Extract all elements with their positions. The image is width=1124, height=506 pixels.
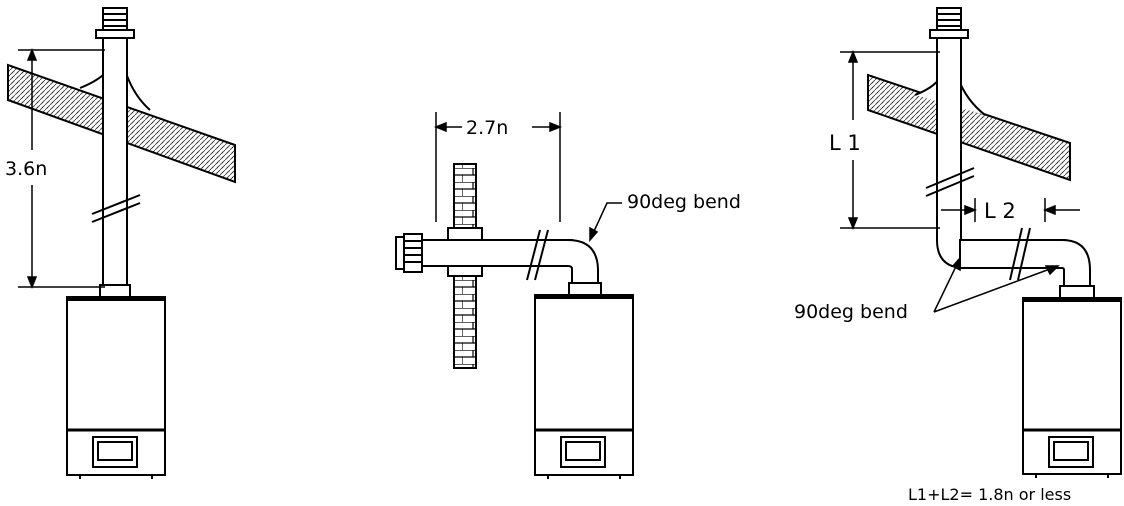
flue-terminal (929, 7, 969, 39)
pipe-break (1009, 227, 1031, 281)
bend-leader (589, 202, 622, 242)
height-label: 3.6n (5, 158, 47, 180)
boiler (66, 296, 166, 479)
flue-pipe (102, 37, 128, 291)
width-dimension (433, 112, 563, 222)
l1-label: L 1 (829, 131, 861, 155)
diagram-offset-flue (840, 7, 1122, 478)
elbow-bend-upper (1061, 239, 1091, 289)
boiler-collar (568, 282, 602, 296)
horizontal-pipe (959, 239, 1066, 269)
boiler (534, 294, 634, 479)
boiler-collar (1059, 285, 1095, 299)
pipe-break (925, 167, 975, 197)
width-label: 2.7n (466, 117, 508, 139)
height-dimension (18, 47, 105, 290)
elbow-bend (567, 239, 599, 286)
boiler (1022, 297, 1122, 478)
vertical-pipe (936, 37, 962, 239)
horizontal-terminal (395, 233, 423, 273)
bend-leaders (933, 256, 1060, 313)
horizontal-pipe (421, 239, 573, 267)
bend-label: 90deg bend (794, 301, 908, 323)
diagram-vertical-flue (7, 7, 236, 479)
length-formula: L1+L2= 1.8n or less (908, 485, 1071, 504)
l2-dimension (941, 198, 1080, 222)
diagram-horizontal-flue (395, 112, 634, 479)
pipe-break (91, 194, 141, 223)
l1-dimension (840, 49, 940, 231)
roof-section (867, 73, 1071, 182)
flue-terminal (95, 7, 135, 39)
bend-label: 90deg bend (627, 191, 741, 213)
pipe-break (526, 229, 549, 281)
l2-label: L 2 (984, 199, 1016, 223)
